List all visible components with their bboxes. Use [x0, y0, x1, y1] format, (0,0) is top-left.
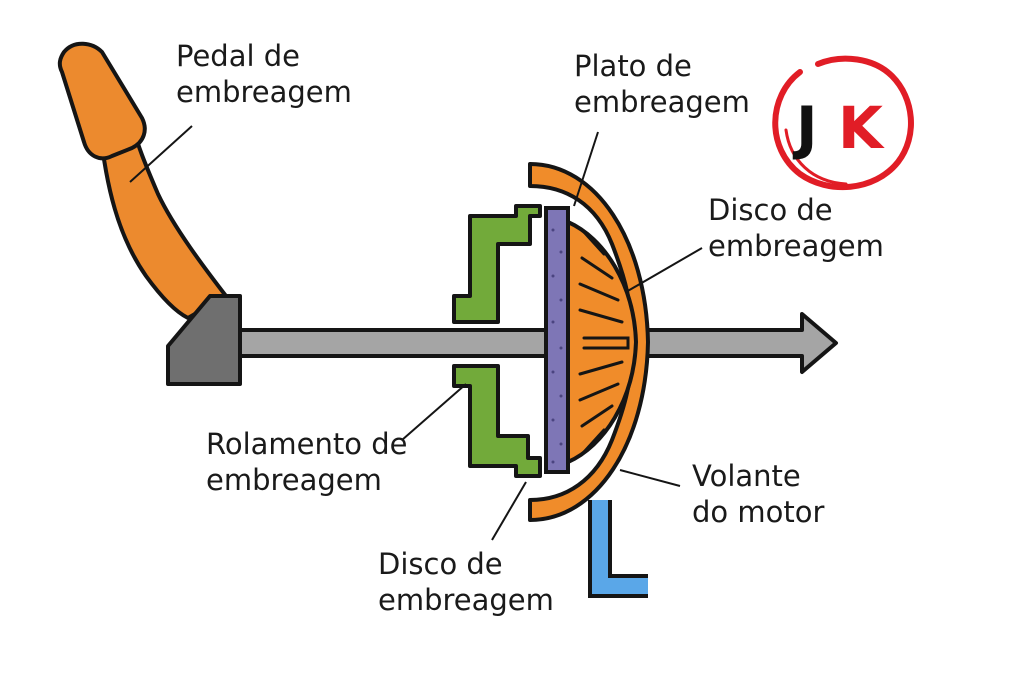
label-plato-line1: Plato de	[574, 49, 692, 83]
label-disco-right-line1: Disco de	[708, 193, 833, 227]
logo-ring	[772, 55, 914, 191]
label-disco-bottom: Disco de embreagem	[378, 546, 554, 618]
disc-texture	[551, 228, 563, 464]
jk-logo: J K	[772, 55, 914, 191]
label-plato: Plato de embreagem	[574, 48, 750, 120]
leader-pedal	[129, 125, 193, 183]
label-volante-line2: do motor	[692, 495, 825, 529]
leader-disco-bottom	[491, 481, 527, 541]
leader-rolamento	[401, 383, 467, 441]
label-disco-right-line2: embreagem	[708, 229, 884, 263]
input-shaft	[226, 312, 838, 374]
clutch-pedal	[57, 41, 228, 320]
flywheel	[528, 162, 650, 522]
label-volante: Volante do motor	[692, 458, 824, 530]
logo-letter-k: K	[838, 94, 885, 162]
diaphragm-spring-slots	[578, 230, 630, 454]
release-bearing	[452, 204, 542, 478]
label-rolamento-line1: Rolamento de	[206, 427, 408, 461]
label-pedal-line1: Pedal de	[176, 39, 301, 73]
leader-disco-right	[625, 247, 703, 293]
leader-volante	[619, 469, 681, 487]
pedal-pivot-block	[166, 294, 242, 386]
label-volante-line1: Volante	[692, 459, 801, 493]
logo-letter-j: J	[792, 94, 818, 162]
leader-lines	[129, 125, 703, 541]
label-disco-right: Disco de embreagem	[708, 192, 884, 264]
label-pedal: Pedal de embreagem	[176, 38, 352, 110]
label-rolamento-line2: embreagem	[206, 463, 382, 497]
label-plato-line2: embreagem	[574, 85, 750, 119]
label-disco-bottom-line2: embreagem	[378, 583, 554, 617]
label-pedal-line2: embreagem	[176, 75, 352, 109]
label-disco-bottom-line1: Disco de	[378, 547, 503, 581]
label-rolamento: Rolamento de embreagem	[206, 426, 407, 498]
clutch-disc	[544, 206, 570, 474]
leader-plato	[573, 131, 599, 207]
